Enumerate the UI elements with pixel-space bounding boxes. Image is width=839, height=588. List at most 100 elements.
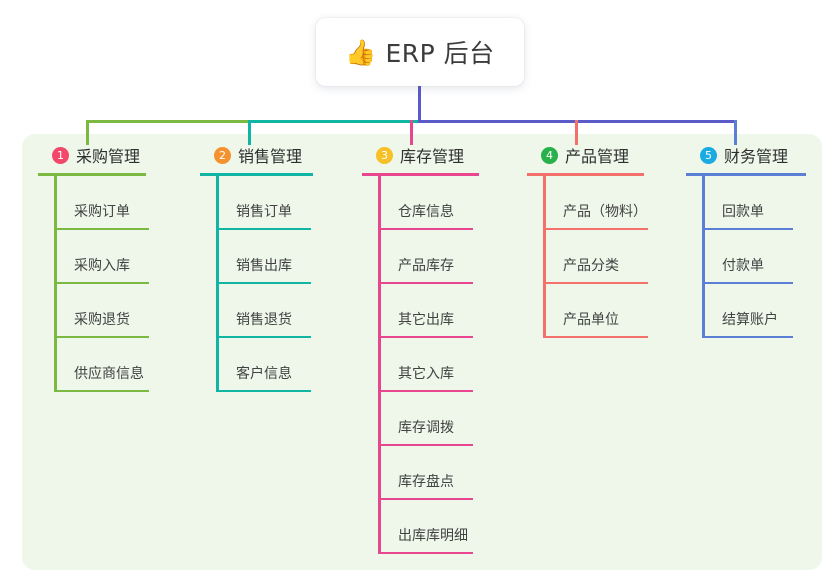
- connector-drop-1: [86, 120, 89, 145]
- leaf-list: 仓库信息产品库存其它出库其它入库库存调拨库存盘点出库库明细: [362, 176, 479, 554]
- leaf-item[interactable]: 产品库存: [378, 230, 479, 284]
- leaf-item[interactable]: 其它出库: [378, 284, 479, 338]
- leaf-list: 产品（物料） 产品分类产品单位: [527, 176, 648, 338]
- branch-underline: [527, 173, 644, 176]
- branch-number-badge: 2: [214, 146, 231, 164]
- branch-header[interactable]: 1 采购管理: [38, 143, 146, 167]
- branch-title: 库存管理: [400, 147, 465, 166]
- branch-title: 财务管理: [724, 147, 789, 166]
- leaf-label: 产品单位: [563, 312, 619, 328]
- leaf-label: 采购退货: [74, 312, 130, 328]
- leaf-underline: [381, 282, 473, 284]
- leaf-label: 出库库明细: [398, 528, 468, 544]
- leaf-label: 销售出库: [236, 258, 292, 274]
- leaf-label: 采购入库: [74, 258, 130, 274]
- leaf-item[interactable]: 销售退货: [216, 284, 313, 338]
- leaf-item[interactable]: 库存盘点: [378, 446, 479, 500]
- leaf-item[interactable]: 产品分类: [543, 230, 648, 284]
- leaf-item[interactable]: 产品（物料）: [543, 176, 648, 230]
- leaf-list: 采购订单采购入库采购退货供应商信息: [38, 176, 149, 392]
- leaf-item[interactable]: 采购退货: [54, 284, 149, 338]
- leaf-underline: [381, 498, 473, 500]
- leaf-item[interactable]: 其它入库: [378, 338, 479, 392]
- leaf-underline: [381, 228, 473, 230]
- branch-underline: [38, 173, 146, 176]
- branch-title: 销售管理: [238, 147, 303, 166]
- leaf-item[interactable]: 采购订单: [54, 176, 149, 230]
- branch-number-badge: 5: [700, 146, 717, 164]
- leaf-underline: [381, 336, 473, 338]
- leaf-spine: [702, 176, 705, 338]
- leaf-item[interactable]: 客户信息: [216, 338, 313, 392]
- leaf-underline: [57, 390, 149, 392]
- leaf-underline: [705, 336, 793, 338]
- leaf-label: 销售退货: [236, 312, 292, 328]
- leaf-item[interactable]: 付款单: [702, 230, 806, 284]
- branch-title: 采购管理: [76, 147, 141, 166]
- branch-header[interactable]: 5 财务管理: [686, 143, 806, 167]
- leaf-underline: [219, 228, 311, 230]
- leaf-item[interactable]: 库存调拨: [378, 392, 479, 446]
- connector-drop-2: [248, 120, 251, 145]
- branch-header[interactable]: 2 销售管理: [200, 143, 313, 167]
- leaf-label: 回款单: [722, 204, 764, 220]
- thumbs-up-icon: 👍: [345, 37, 377, 67]
- leaf-label: 采购订单: [74, 204, 130, 220]
- leaf-label: 其它入库: [398, 366, 454, 382]
- leaf-item[interactable]: 出库库明细: [378, 500, 479, 554]
- leaf-item[interactable]: 仓库信息: [378, 176, 479, 230]
- leaf-label: 仓库信息: [398, 204, 454, 220]
- leaf-underline: [219, 336, 311, 338]
- leaf-underline: [381, 390, 473, 392]
- leaf-item[interactable]: 供应商信息: [54, 338, 149, 392]
- branch-title: 产品管理: [565, 147, 630, 166]
- branch-underline: [686, 173, 806, 176]
- leaf-spine: [216, 176, 219, 392]
- leaf-item[interactable]: 销售订单: [216, 176, 313, 230]
- connector-bar-2: [248, 120, 418, 123]
- leaf-label: 结算账户: [722, 312, 778, 328]
- connector-bar-1: [86, 120, 248, 123]
- leaf-label: 付款单: [722, 258, 764, 274]
- leaf-label: 客户信息: [236, 366, 292, 382]
- branch-header[interactable]: 4 产品管理: [527, 143, 644, 167]
- leaf-label: 产品（物料）: [563, 204, 647, 220]
- leaf-item[interactable]: 销售出库: [216, 230, 313, 284]
- leaf-item[interactable]: 结算账户: [702, 284, 806, 338]
- leaf-underline: [705, 228, 793, 230]
- leaf-item[interactable]: 产品单位: [543, 284, 648, 338]
- leaf-underline: [57, 282, 149, 284]
- leaf-label: 产品库存: [398, 258, 454, 274]
- leaf-underline: [381, 444, 473, 446]
- leaf-item[interactable]: 采购入库: [54, 230, 149, 284]
- root-node[interactable]: 👍 ERP 后台: [316, 18, 524, 86]
- root-title: ERP 后台: [385, 39, 495, 68]
- leaf-label: 销售订单: [236, 204, 292, 220]
- branch-column-2: 2 销售管理销售订单销售出库销售退货客户信息: [200, 143, 313, 392]
- leaf-item[interactable]: 回款单: [702, 176, 806, 230]
- leaf-spine: [54, 176, 57, 392]
- leaf-spine: [543, 176, 546, 338]
- leaf-underline: [705, 282, 793, 284]
- branch-underline: [200, 173, 313, 176]
- leaf-underline: [57, 228, 149, 230]
- leaf-label: 产品分类: [563, 258, 619, 274]
- leaf-list: 销售订单销售出库销售退货客户信息: [200, 176, 313, 392]
- branch-number-badge: 1: [52, 146, 69, 164]
- leaf-underline: [546, 228, 648, 230]
- branch-number-badge: 4: [541, 146, 558, 164]
- leaf-underline: [381, 552, 473, 554]
- leaf-label: 库存调拨: [398, 420, 454, 436]
- leaf-underline: [219, 282, 311, 284]
- leaf-underline: [546, 336, 648, 338]
- connector-trunk: [418, 86, 421, 120]
- branch-column-5: 5 财务管理回款单付款单结算账户: [686, 143, 806, 338]
- leaf-list: 回款单付款单结算账户: [686, 176, 806, 338]
- connector-drop-4: [575, 120, 578, 145]
- leaf-label: 其它出库: [398, 312, 454, 328]
- leaf-label: 库存盘点: [398, 474, 454, 490]
- leaf-underline: [219, 390, 311, 392]
